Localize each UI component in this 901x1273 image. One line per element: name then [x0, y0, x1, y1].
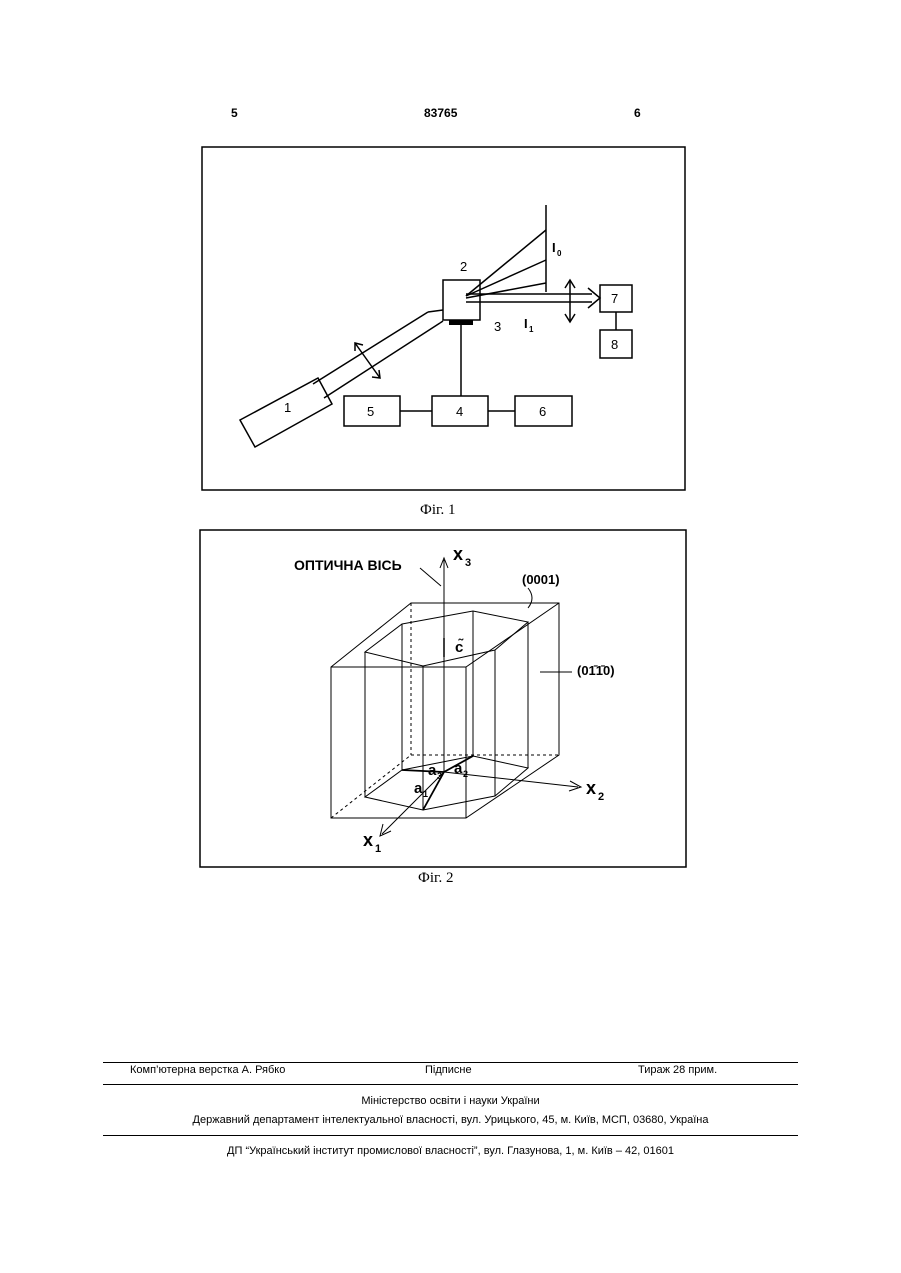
- label-a3-sub: 3: [437, 771, 442, 781]
- leader-0001: [528, 588, 532, 608]
- institute-text: ДП “Український інститут промислової вла…: [103, 1145, 798, 1157]
- hexagon-bottom: [365, 756, 528, 810]
- label-7: 7: [611, 291, 618, 306]
- label-x1: x: [363, 830, 373, 850]
- typesetting-credit: Комп’ютерна верстка А. Рябко: [130, 1064, 285, 1076]
- label-i0-sub: 0: [557, 249, 562, 258]
- label-a2-sub: 2: [463, 769, 468, 779]
- footer-rule-3: [103, 1135, 798, 1136]
- label-5: 5: [367, 404, 374, 419]
- label-a1-sub: 1: [423, 789, 428, 799]
- label-3: 3: [494, 319, 501, 334]
- figure-2-diagram: ОПТИЧНА ВІСЬ x 3 x 2 x 1 (0001) (01̄1̄0)…: [0, 520, 901, 875]
- label-optical-axis: ОПТИЧНА ВІСЬ: [294, 557, 402, 573]
- hexagon-top: [365, 611, 528, 666]
- circulation-label: Тираж 28 прим.: [638, 1064, 717, 1076]
- department-text: Державний департамент інтелектуальної вл…: [103, 1114, 798, 1126]
- label-8: 8: [611, 337, 618, 352]
- figure-1-caption: Фіг. 1: [420, 502, 455, 519]
- label-i1: I: [524, 316, 528, 331]
- footer-rule-2: [103, 1084, 798, 1085]
- label-x2-sub: 2: [598, 791, 604, 803]
- label-a2: a: [454, 760, 463, 777]
- label-1: 1: [284, 400, 291, 415]
- label-x1-sub: 1: [375, 843, 381, 855]
- label-6: 6: [539, 404, 546, 419]
- label-c-vector: c̃: [455, 638, 464, 656]
- label-2: 2: [460, 259, 467, 274]
- figure-2-caption: Фіг. 2: [418, 870, 453, 887]
- label-x2: x: [586, 778, 596, 798]
- label-4: 4: [456, 404, 463, 419]
- lens-1: [355, 343, 380, 378]
- label-a3: a: [428, 762, 437, 779]
- label-i0: I: [552, 240, 556, 255]
- crystal-holder: [449, 320, 473, 325]
- label-x3-sub: 3: [465, 557, 471, 569]
- ministry-text: Міністерство освіти і науки України: [103, 1095, 798, 1107]
- block-2-crystal: [443, 280, 480, 320]
- label-x3: x: [453, 544, 463, 564]
- label-plane-0110: (01̄1̄0): [577, 663, 615, 678]
- figure-2-frame: [200, 530, 686, 867]
- figure-1-diagram: 1 2 3 4 5 6 7 8 I 0 I 1: [0, 0, 901, 520]
- signed-label: Підписне: [425, 1064, 472, 1076]
- label-plane-0001: (0001): [522, 572, 560, 587]
- label-a1: a: [414, 780, 423, 797]
- footer-rule-1: [103, 1062, 798, 1063]
- label-i1-sub: 1: [529, 325, 534, 334]
